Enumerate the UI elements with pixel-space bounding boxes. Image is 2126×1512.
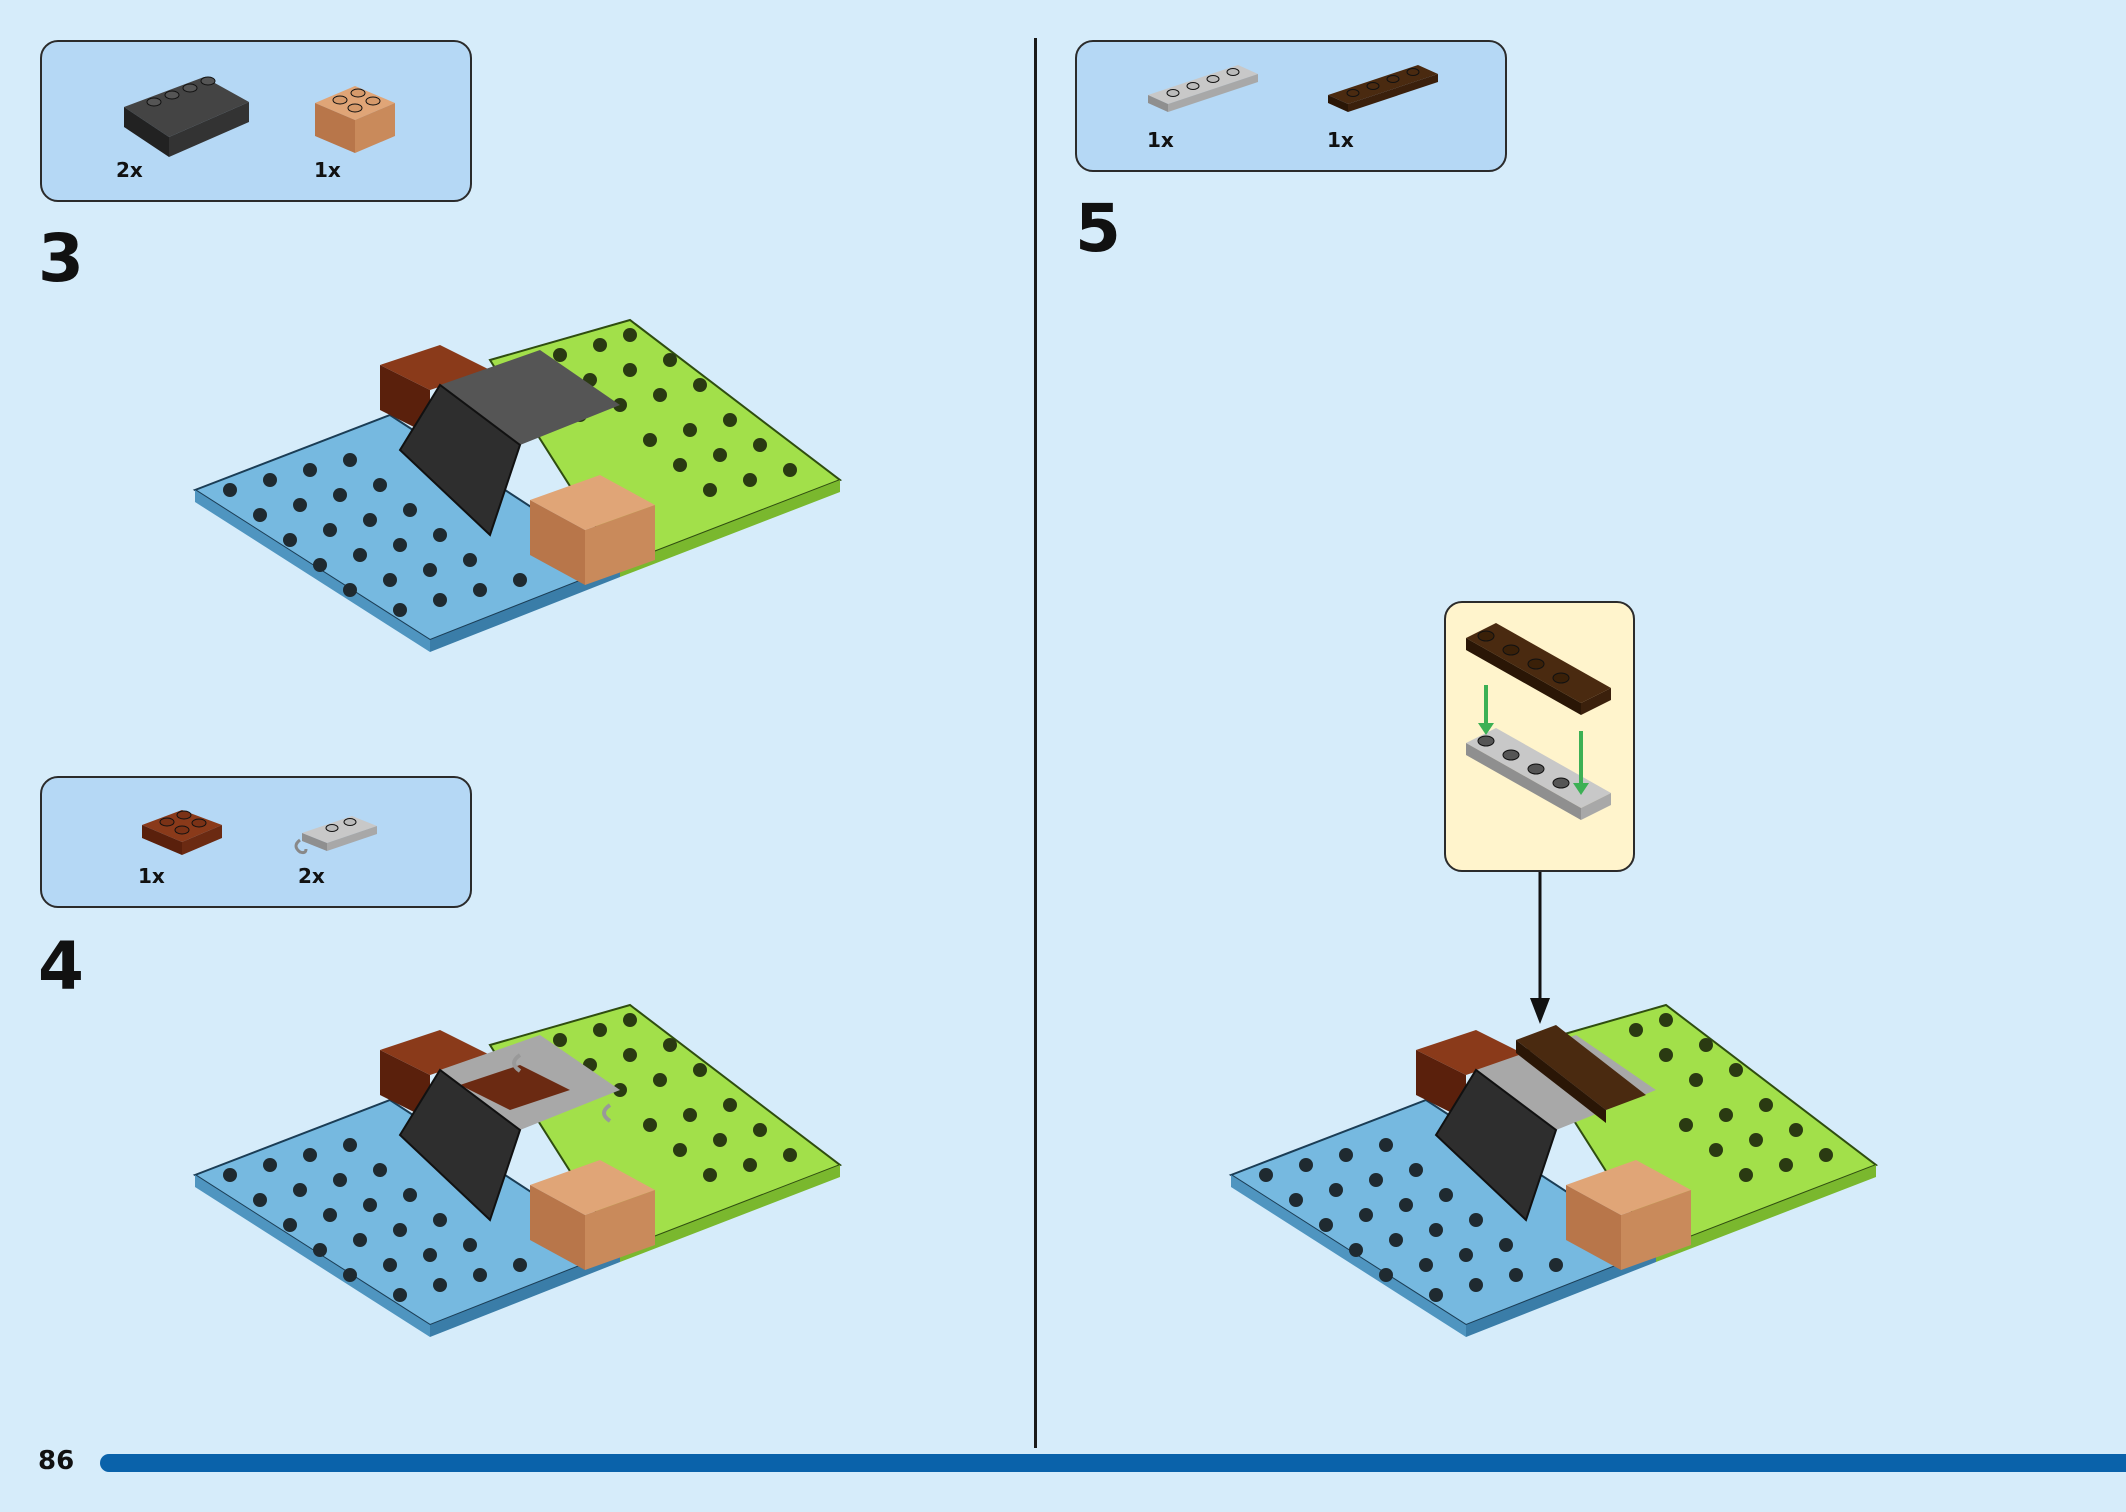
sub-assembly-callout xyxy=(1444,601,1635,872)
step-4-build-model xyxy=(192,1003,843,1337)
light-gray-clip-plate xyxy=(294,816,377,855)
step-4-number: 4 xyxy=(38,928,84,1005)
step-5-build-model xyxy=(1228,1003,1879,1337)
step-3-number: 3 xyxy=(38,220,84,297)
progress-bar xyxy=(100,1454,2126,1472)
step-5-parts-box: 1x 1x xyxy=(1075,40,1507,172)
page-number: 86 xyxy=(38,1446,75,1476)
light-gray-plate-1x4 xyxy=(1148,65,1258,112)
step-3-build-model xyxy=(192,318,843,652)
step-4-part-1-quantity: 1x xyxy=(138,864,165,888)
reddish-brown-plate xyxy=(142,810,222,855)
step-3-parts-box: 2x 1x xyxy=(40,40,472,202)
step-5-part-1-quantity: 1x xyxy=(1147,128,1174,152)
step-4-parts-box: 1x 2x xyxy=(40,776,472,908)
sub-assembly-illustration xyxy=(1466,623,1611,820)
step-3-part-2-quantity: 1x xyxy=(314,158,341,182)
step-3-part-1-quantity: 2x xyxy=(116,158,143,182)
placement-arrow xyxy=(1530,872,1550,1024)
column-divider xyxy=(1034,38,1037,1448)
step-4-part-2-quantity: 2x xyxy=(298,864,325,888)
dark-gray-slope-brick xyxy=(124,76,249,157)
step-5-part-2-quantity: 1x xyxy=(1327,128,1354,152)
medium-nougat-brick xyxy=(315,86,395,153)
step-5-number: 5 xyxy=(1075,190,1121,267)
dark-brown-plate-1x4 xyxy=(1328,65,1438,112)
